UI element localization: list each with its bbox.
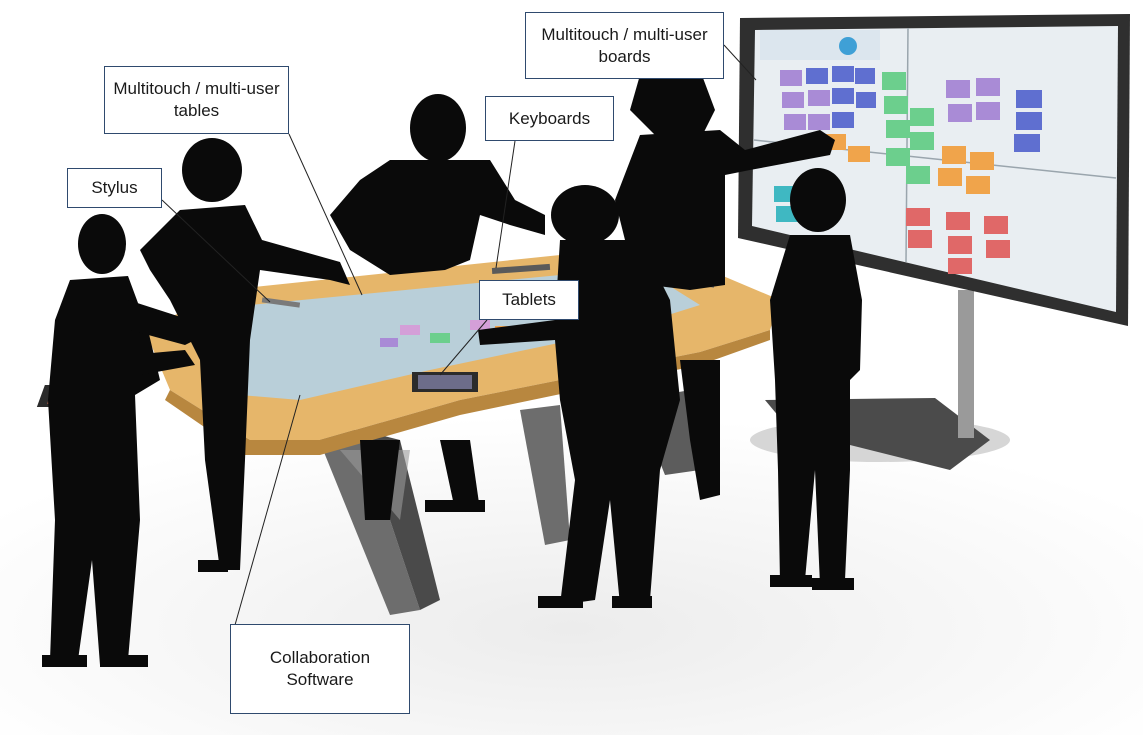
person-woman-pointing: [615, 70, 835, 500]
person-left: [42, 214, 205, 667]
leader-software: [234, 394, 301, 626]
board-header: [760, 30, 880, 60]
callout-tablets: Tablets: [479, 280, 579, 320]
table-note: [400, 325, 420, 335]
callout-multitouch-boards: Multitouch / multi-user boards: [525, 12, 724, 79]
leader-keyboards: [495, 140, 516, 269]
table-note: [380, 338, 398, 347]
callout-label: Collaboration Software: [269, 648, 371, 689]
leader-lines: [161, 44, 757, 626]
callout-label: Multitouch / multi-user tables: [113, 79, 280, 120]
board-sticky-notes: [774, 66, 1042, 274]
table-note: [470, 320, 490, 330]
callout-stylus: Stylus: [67, 168, 162, 208]
person-leaning: [478, 185, 680, 608]
table-leg-back: [520, 405, 570, 545]
leader-stylus: [161, 199, 271, 303]
callout-label: Stylus: [91, 178, 138, 197]
stylus: [261, 297, 301, 308]
callout-keyboards: Keyboards: [485, 96, 614, 141]
table-leg-front-left: [315, 430, 420, 615]
table-note: [430, 333, 450, 343]
callout-multitouch-tables: Multitouch / multi-user tables: [104, 66, 289, 134]
callout-label: Tablets: [502, 290, 556, 309]
keyboard: [491, 263, 551, 274]
person-right: [770, 168, 862, 590]
person-center-back: [330, 94, 545, 520]
people-silhouettes: [42, 70, 862, 667]
callout-label: Keyboards: [508, 108, 591, 128]
leader-boards: [723, 44, 757, 81]
tablet-screen: [418, 375, 472, 389]
leader-tablets: [439, 319, 488, 376]
leader-tables: [288, 133, 363, 296]
board-logo: [839, 37, 857, 55]
person-woman-left: [140, 138, 350, 572]
callout-collaboration-software: Collaboration Software: [230, 624, 410, 714]
board-stand-pole: [958, 290, 974, 438]
callout-label: Multitouch / multi-user boards: [541, 24, 708, 66]
